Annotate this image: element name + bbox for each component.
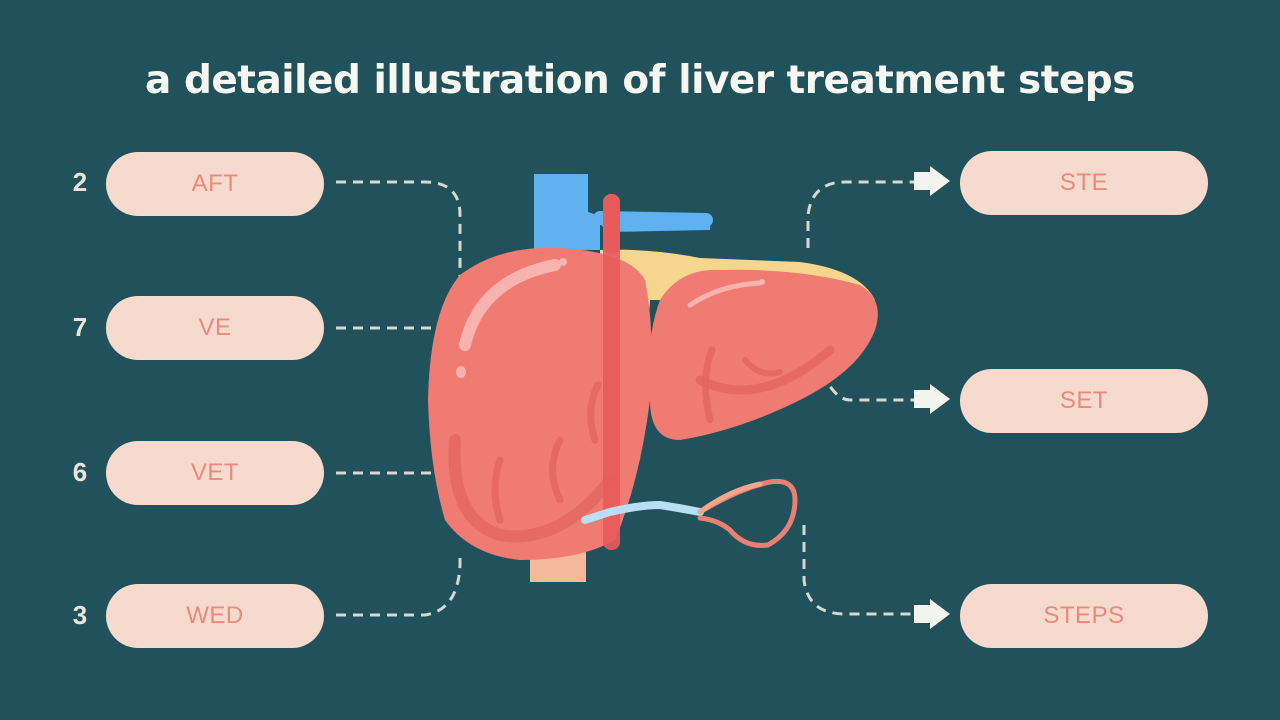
step-number: 3 bbox=[72, 600, 88, 630]
right-connectors bbox=[802, 180, 915, 616]
step-pill-ste[interactable]: STE bbox=[960, 151, 1208, 215]
step-label: SET bbox=[1059, 387, 1109, 414]
step-pill-steps[interactable]: STEPS bbox=[960, 584, 1208, 648]
arrow-right-icon bbox=[914, 166, 950, 196]
step-label: VE bbox=[198, 314, 232, 341]
step-pill-ve[interactable]: VE bbox=[106, 296, 324, 360]
liver-illustration bbox=[428, 174, 878, 582]
step-label: STEPS bbox=[1043, 602, 1125, 629]
page-title: a detailed illustration of liver treatme… bbox=[145, 58, 1135, 103]
step-number: 6 bbox=[72, 457, 88, 487]
arrow-right-icon bbox=[914, 384, 950, 414]
hepatic-artery bbox=[603, 194, 620, 550]
liver-right-lobe bbox=[428, 247, 652, 560]
vena-cava-upper bbox=[534, 174, 600, 250]
step-number: 7 bbox=[72, 312, 88, 342]
liver-left-lobe bbox=[648, 269, 878, 440]
step-label: WED bbox=[186, 602, 244, 629]
connector-line bbox=[802, 525, 915, 616]
step-label: AFT bbox=[191, 170, 239, 197]
connector-line bbox=[806, 180, 915, 248]
connector-line bbox=[336, 180, 462, 285]
step-pill-wed[interactable]: WED bbox=[106, 584, 324, 648]
step-label: STE bbox=[1059, 169, 1109, 196]
arrow-icons bbox=[914, 166, 950, 629]
left-connectors bbox=[336, 180, 462, 617]
step-pill-set[interactable]: SET bbox=[960, 369, 1208, 433]
step-label: VET bbox=[190, 459, 240, 486]
connector-line bbox=[336, 555, 462, 617]
bile-duct bbox=[581, 500, 704, 524]
arrow-right-icon bbox=[914, 599, 950, 629]
step-pill-aft[interactable]: AFT bbox=[106, 152, 324, 216]
step-pill-vet[interactable]: VET bbox=[106, 441, 324, 505]
step-number: 2 bbox=[72, 167, 88, 197]
